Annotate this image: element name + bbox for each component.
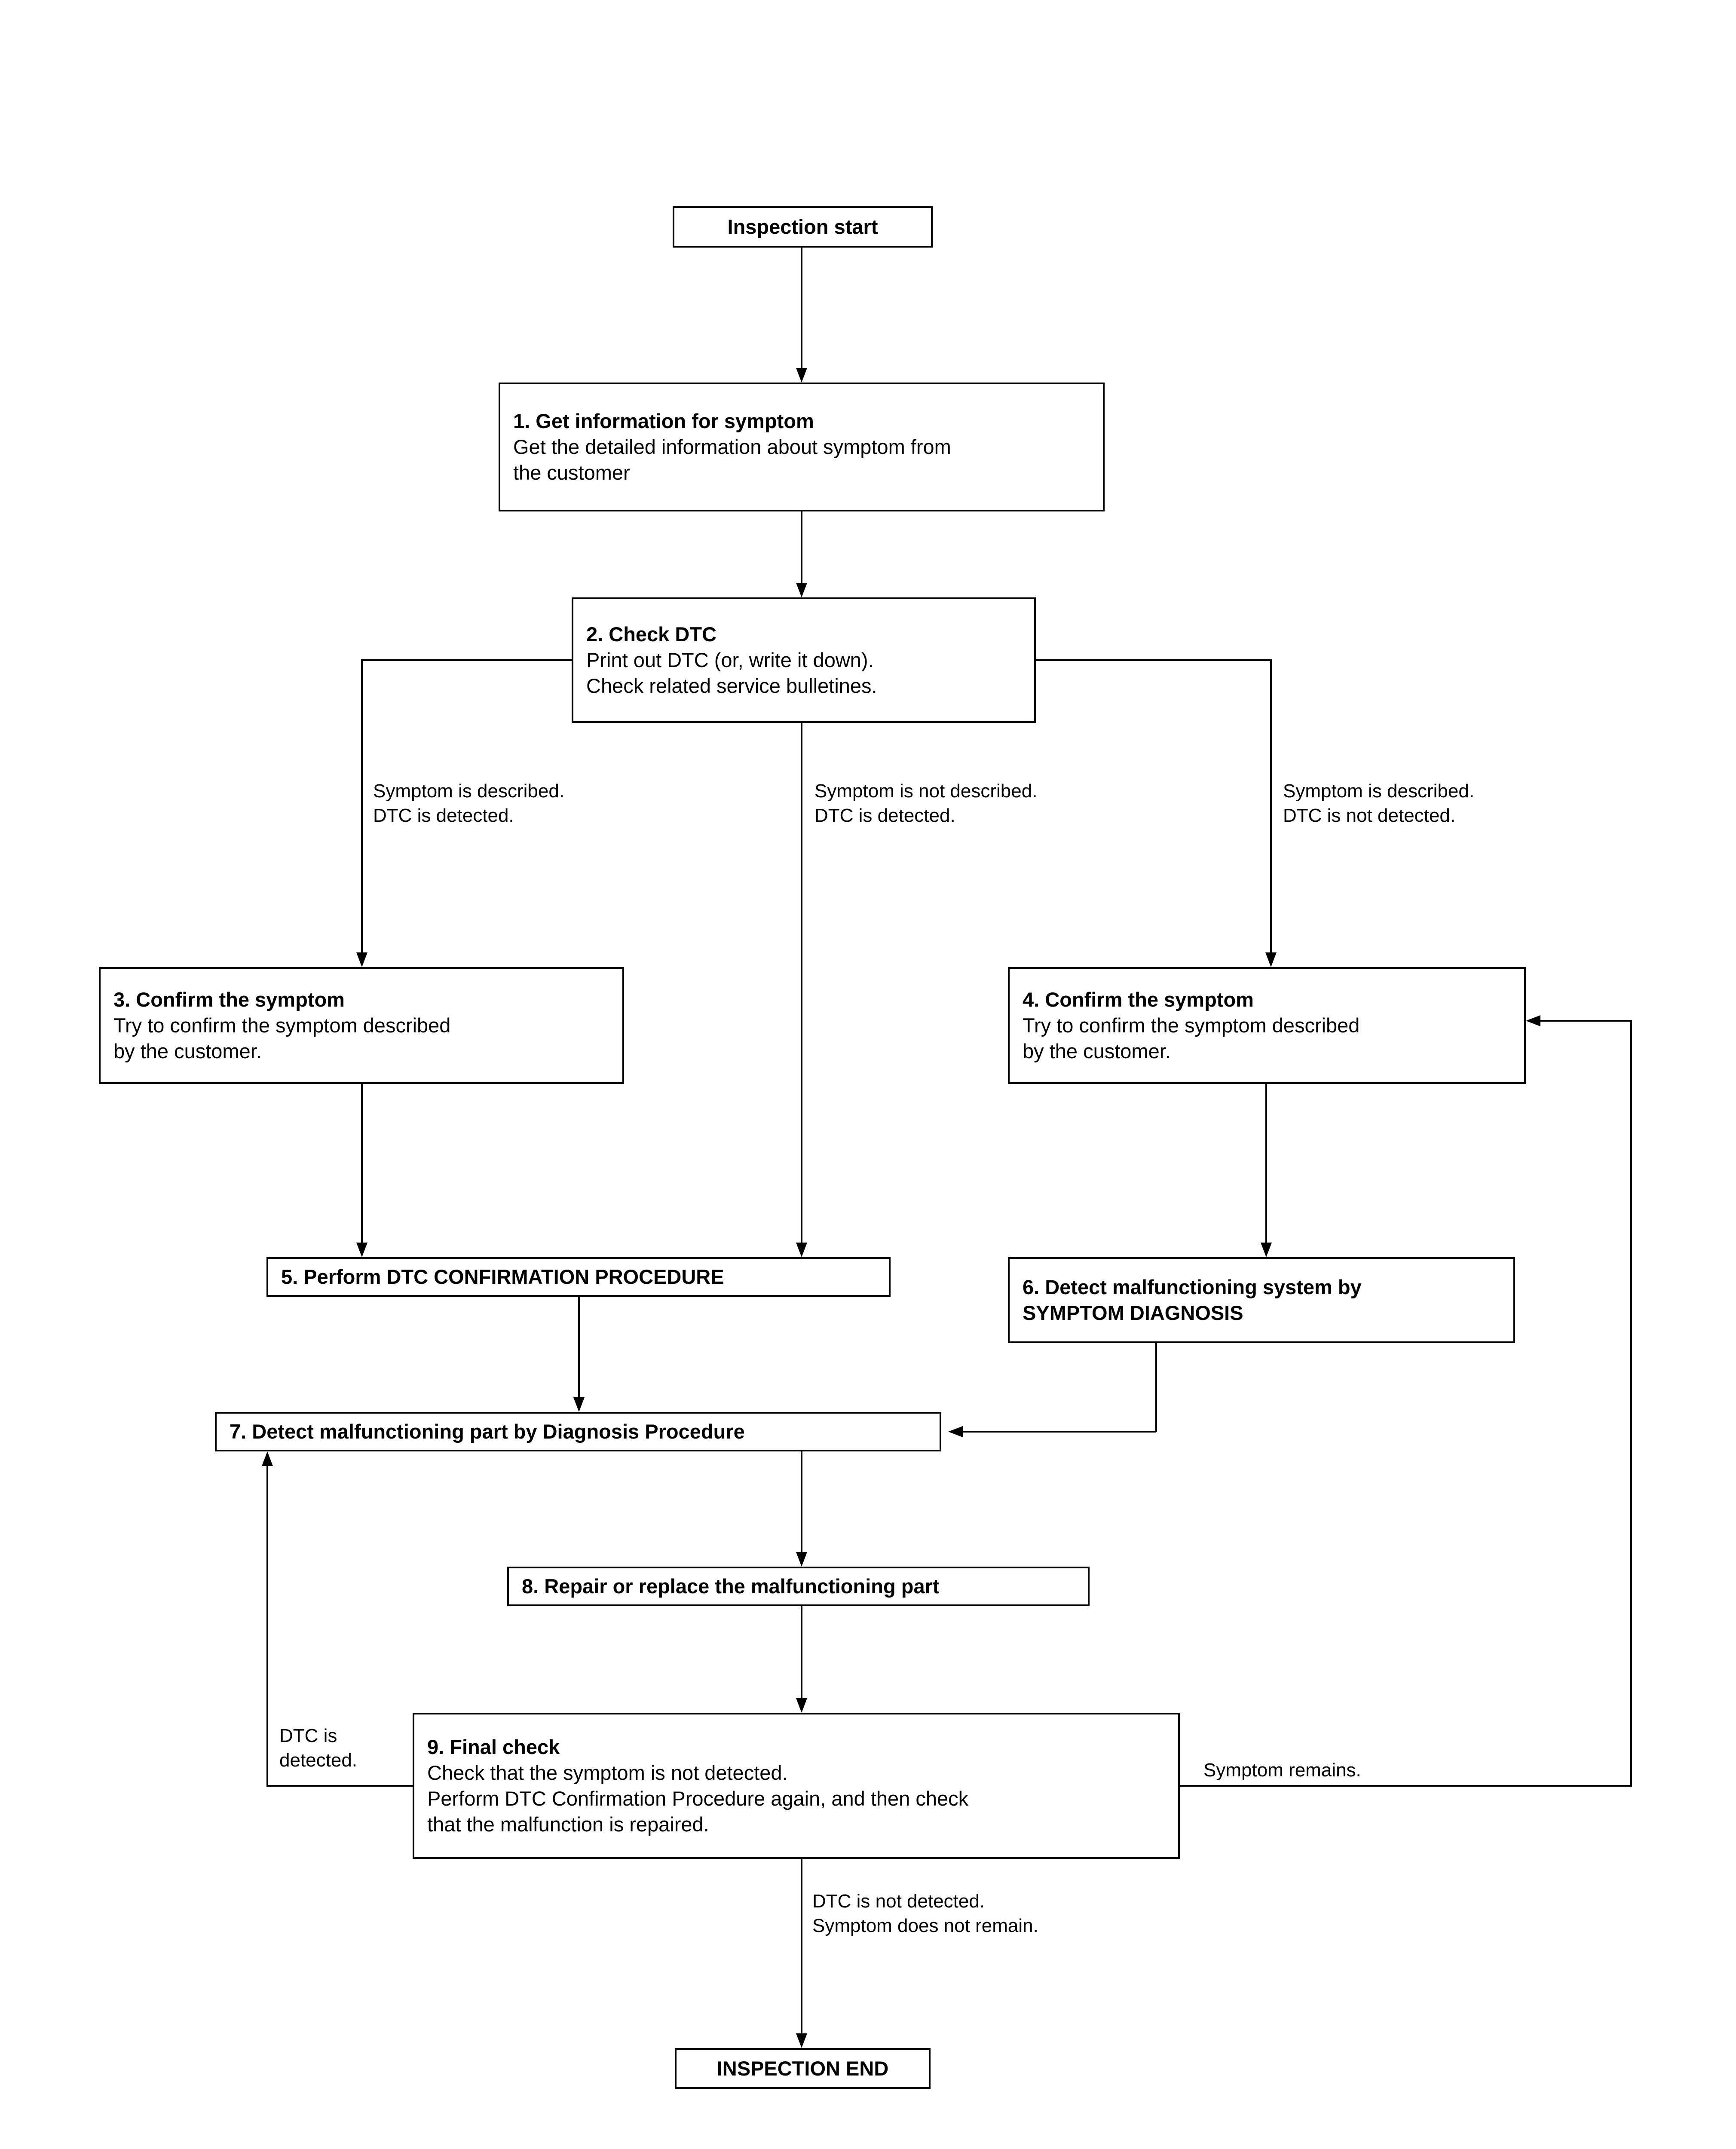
node-step-6[interactable]: 6. Detect malfunctioning system by SYMPT… — [1008, 1257, 1515, 1343]
arrowhead-step9-to-end — [796, 2033, 807, 2048]
connector-step2-left-horizontal — [361, 659, 573, 661]
connector-step3-to-step5 — [361, 1084, 363, 1243]
node-step-8-title: 8. Repair or replace the malfunctioning … — [522, 1575, 940, 1598]
edge-label-branch-right: Symptom is described. DTC is not detecte… — [1283, 781, 1475, 826]
node-step-4-title: 4. Confirm the symptom — [1023, 988, 1254, 1011]
node-step-4-line-2: by the customer. — [1023, 1040, 1171, 1062]
node-step-9[interactable]: 9. Final check Check that the symptom is… — [413, 1713, 1180, 1859]
node-inspection-end-label: INSPECTION END — [716, 2057, 889, 2080]
node-step-6-line-1: SYMPTOM DIAGNOSIS — [1023, 1301, 1243, 1324]
arrowhead-step7-to-step8 — [796, 1552, 807, 1567]
connector-step8-to-step9 — [801, 1606, 802, 1698]
node-step-4[interactable]: 4. Confirm the symptom Try to confirm th… — [1008, 967, 1526, 1084]
node-step-2-line-2: Check related service bulletines. — [586, 674, 877, 697]
arrowhead-start-to-step1 — [796, 368, 807, 383]
arrowhead-loop-left-to-step7 — [262, 1451, 273, 1466]
connector-loop-right-horizontal-bottom — [1180, 1785, 1632, 1787]
node-inspection-start[interactable]: Inspection start — [673, 206, 933, 248]
connector-loop-left-horizontal — [266, 1785, 414, 1787]
connector-step2-middle-vertical — [801, 723, 802, 1243]
node-step-1-line-1: Get the detailed information about sympt… — [513, 435, 951, 458]
connector-step5-to-step7 — [578, 1297, 580, 1397]
node-step-1-title: 1. Get information for symptom — [513, 410, 814, 432]
arrowhead-loop-right-to-step4 — [1526, 1015, 1540, 1026]
arrowhead-step2-to-step3 — [356, 952, 367, 967]
node-step-1[interactable]: 1. Get information for symptom Get the d… — [499, 383, 1105, 511]
arrowhead-step4-to-step6 — [1261, 1243, 1272, 1257]
arrowhead-step8-to-step9 — [796, 1698, 807, 1713]
connector-step7-to-step8 — [801, 1451, 802, 1552]
node-step-1-line-2: the customer — [513, 461, 630, 484]
edge-label-branch-left: Symptom is described. DTC is detected. — [373, 781, 565, 826]
node-step-4-line-1: Try to confirm the symptom described — [1023, 1014, 1360, 1037]
node-step-9-title: 9. Final check — [427, 1736, 560, 1758]
node-inspection-end[interactable]: INSPECTION END — [675, 2048, 931, 2089]
node-step-8[interactable]: 8. Repair or replace the malfunctioning … — [507, 1567, 1090, 1606]
node-step-2-title: 2. Check DTC — [586, 623, 716, 646]
node-step-9-line-2: Perform DTC Confirmation Procedure again… — [427, 1787, 969, 1810]
arrowhead-step3-to-step5 — [356, 1243, 367, 1257]
node-inspection-start-label: Inspection start — [727, 215, 878, 238]
node-step-9-line-1: Check that the symptom is not detected. — [427, 1761, 788, 1784]
arrowhead-step5-to-step7 — [573, 1397, 585, 1412]
edge-label-branch-middle: Symptom is not described. DTC is detecte… — [814, 781, 1038, 826]
connector-step2-right-vertical — [1270, 659, 1272, 952]
arrowhead-step1-to-step2 — [796, 583, 807, 597]
connector-loop-right-horizontal-top — [1540, 1020, 1631, 1022]
node-step-2[interactable]: 2. Check DTC Print out DTC (or, write it… — [572, 597, 1036, 723]
connector-loop-right-vertical — [1630, 1020, 1632, 1786]
node-step-3-line-1: Try to confirm the symptom described — [113, 1014, 451, 1037]
node-step-7[interactable]: 7. Detect malfunctioning part by Diagnos… — [215, 1412, 941, 1451]
edge-label-to-end: DTC is not detected. Symptom does not re… — [812, 1891, 1038, 1936]
connector-start-to-step1 — [801, 248, 802, 368]
connector-loop-left-vertical — [266, 1466, 268, 1786]
arrowhead-step2-to-step4 — [1265, 952, 1277, 967]
connector-step2-left-vertical — [361, 659, 363, 952]
node-step-5[interactable]: 5. Perform DTC CONFIRMATION PROCEDURE — [266, 1257, 891, 1297]
node-step-3-line-2: by the customer. — [113, 1040, 262, 1062]
node-step-5-title: 5. Perform DTC CONFIRMATION PROCEDURE — [281, 1265, 724, 1288]
node-step-3-title: 3. Confirm the symptom — [113, 988, 345, 1011]
arrowhead-step2-to-step5 — [796, 1243, 807, 1257]
connector-step6-vertical — [1155, 1343, 1157, 1432]
connector-step6-horizontal — [963, 1431, 1156, 1433]
edge-label-loop-left: DTC is detected. — [279, 1725, 358, 1771]
connector-step2-right-horizontal — [1036, 659, 1272, 661]
node-step-6-title: 6. Detect malfunctioning system by — [1023, 1276, 1362, 1298]
node-step-3[interactable]: 3. Confirm the symptom Try to confirm th… — [99, 967, 624, 1084]
connector-step9-to-end — [801, 1859, 802, 2033]
node-step-7-title: 7. Detect malfunctioning part by Diagnos… — [230, 1420, 745, 1443]
connector-step4-to-step6 — [1265, 1084, 1267, 1243]
node-step-9-line-3: that the malfunction is repaired. — [427, 1813, 709, 1836]
node-step-2-line-1: Print out DTC (or, write it down). — [586, 649, 874, 671]
arrowhead-step6-to-step7 — [948, 1426, 963, 1437]
edge-label-loop-right: Symptom remains. — [1203, 1760, 1361, 1781]
connector-step1-to-step2 — [801, 511, 802, 583]
